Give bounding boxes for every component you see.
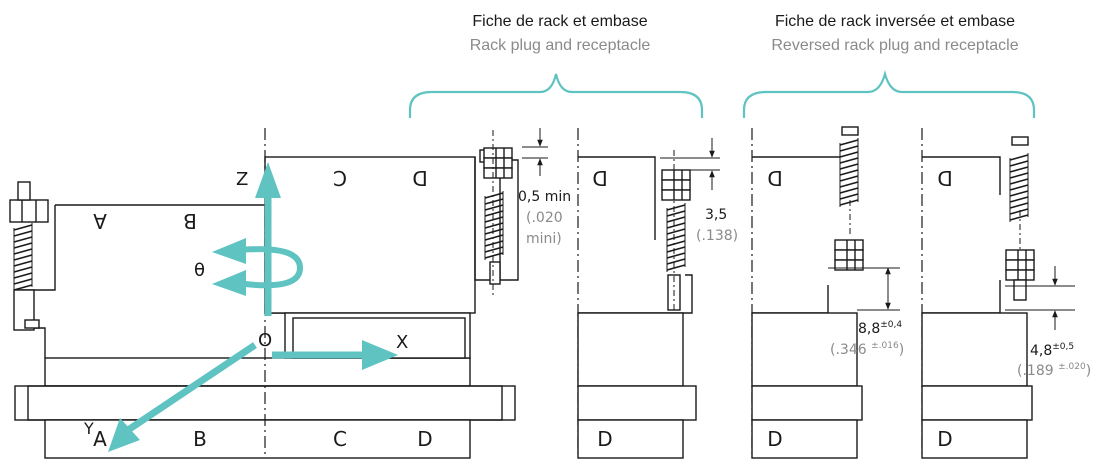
axis-label-theta: θ (194, 260, 205, 281)
letter-d3-bottom: D (937, 427, 952, 451)
upper-plug-block (264, 156, 476, 314)
letter-lower-a: A (93, 427, 107, 451)
axis-glyphs (108, 162, 398, 452)
dim-rev1-value: 8,8±0,4 (858, 320, 902, 337)
letter-upper-a: A (93, 209, 107, 233)
caption-rack-plug-fr: Fiche de rack et embase (472, 13, 648, 30)
dim-gap-min-imperial-2: mini) (526, 231, 562, 247)
caption-reversed-en: Reversed rack plug and receptacle (771, 37, 1019, 54)
letter-lower-d: D (417, 427, 432, 451)
letter-d2-bottom: D (767, 427, 782, 451)
bracket-rack-plug (408, 73, 704, 118)
letter-upper-d: D (412, 166, 427, 190)
caption-reversed-fr: Fiche de rack inversée et embase (774, 13, 1016, 30)
letter-lower-c: C (333, 427, 347, 451)
caption-reversed-rack-plug: Fiche de rack inversée et embase Reverse… (735, 10, 1055, 58)
dim-offset-value: 3,5 (705, 207, 727, 223)
x-arrow-icon (362, 340, 398, 370)
dim-gap-min-imperial-1: (.020 (526, 210, 563, 226)
letter-upper-c: C (333, 166, 347, 190)
dim-rev2-value: 4,8±0,5 (1030, 342, 1074, 359)
receptacle-upper-strip (44, 357, 471, 387)
y-arrow-icon (108, 418, 140, 452)
caption-rack-plug-en: Rack plug and receptacle (469, 37, 651, 54)
axis-label-y: Y (83, 419, 94, 438)
letter-d1-bottom: D (597, 427, 612, 451)
letter-d3-top: D (937, 166, 952, 190)
axis-label-origin: O (258, 330, 272, 351)
letter-lower-b: B (193, 427, 207, 451)
letter-d1-top: D (592, 166, 607, 190)
caption-rack-plug: Fiche de rack et embase Rack plug and re… (400, 10, 720, 58)
section-d3 (921, 128, 1075, 459)
axis-label-z: Z (236, 169, 248, 190)
letter-d2-top: D (767, 166, 782, 190)
dimension-gap-min (522, 128, 548, 176)
dim-gap-min-value: 0,5 min (518, 189, 571, 205)
z-arrow-icon (255, 162, 281, 198)
axis-label-x: X (396, 332, 408, 353)
dim-rev2-imperial: (.189 ±.020) (1017, 362, 1091, 379)
dim-rev1-imperial: (.346 ±.016) (830, 341, 904, 358)
bracket-reversed-plug (742, 69, 1036, 118)
receptacle-lower-body (44, 419, 471, 459)
section-d1 (577, 128, 720, 459)
dim-offset-imperial: (.138) (696, 228, 738, 244)
section-d2 (751, 126, 900, 459)
letter-upper-b: B (183, 209, 197, 233)
